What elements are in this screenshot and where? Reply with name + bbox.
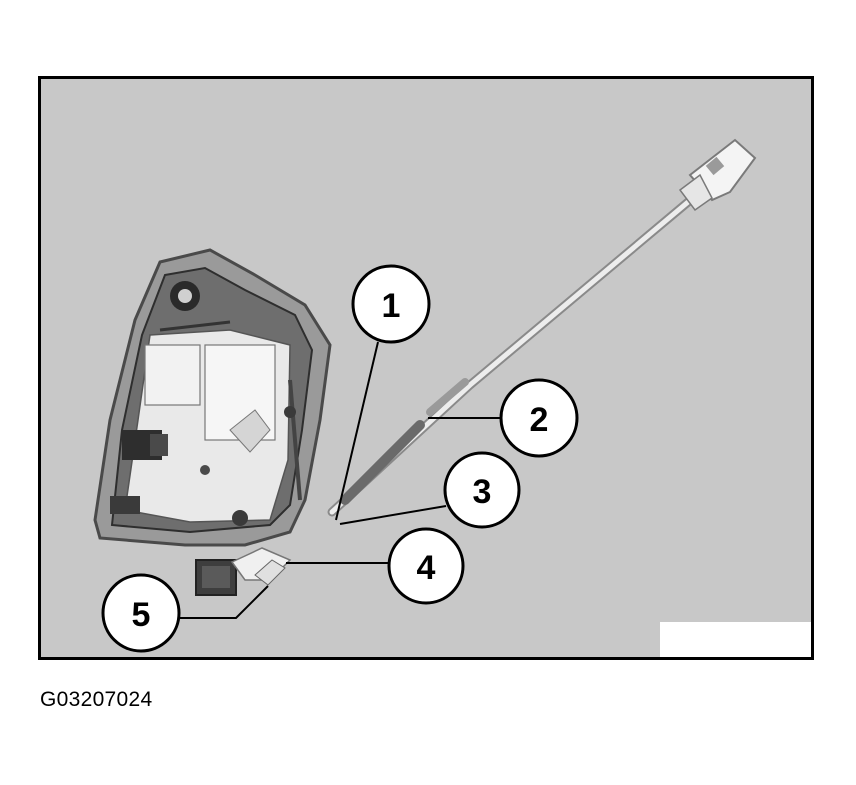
callout-5: 5 xyxy=(101,573,181,653)
callout-2: 2 xyxy=(499,378,579,458)
callout-1: 1 xyxy=(351,264,431,344)
blank-label-block xyxy=(660,622,811,657)
callout-2-label: 2 xyxy=(530,401,549,439)
callout-3: 3 xyxy=(443,451,521,529)
leader-line-1 xyxy=(335,341,379,521)
electrical-connector xyxy=(195,547,292,596)
leader-line-5 xyxy=(178,585,269,619)
callout-1-label: 1 xyxy=(382,287,401,325)
cable-end-clip xyxy=(678,138,757,212)
callout-5-label: 5 xyxy=(132,596,151,634)
callout-4: 4 xyxy=(387,527,465,605)
callout-3-label: 3 xyxy=(473,473,492,511)
figure-id-code: G03207024 xyxy=(40,688,153,711)
door-lock-housing xyxy=(93,248,332,547)
release-cable xyxy=(327,187,705,517)
callout-4-label: 4 xyxy=(417,549,436,587)
leader-line-3 xyxy=(339,505,447,525)
leader-lines xyxy=(178,341,501,619)
